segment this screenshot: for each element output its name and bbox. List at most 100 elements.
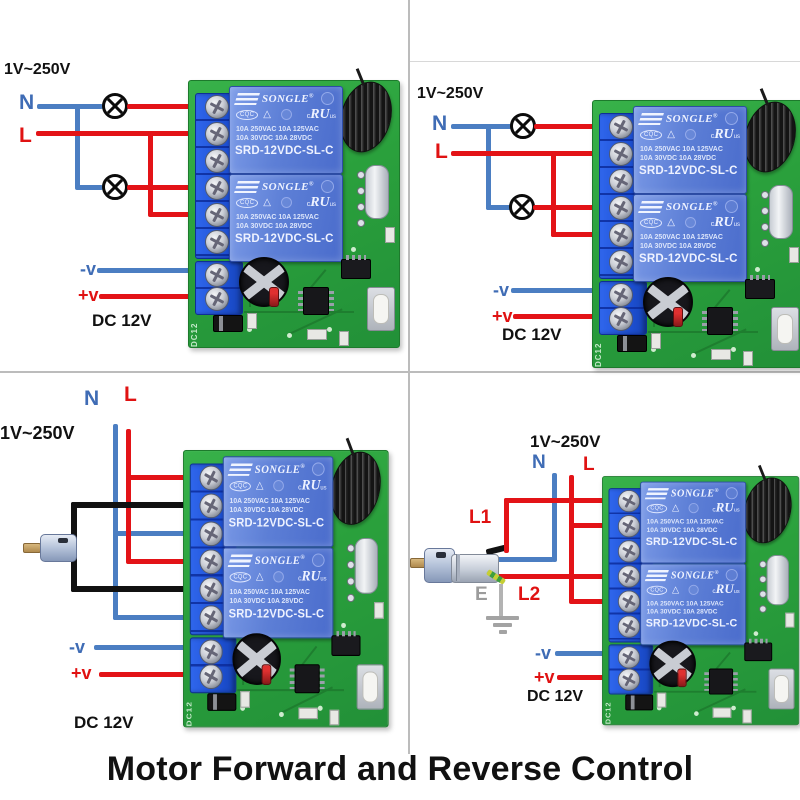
ul-us: us (320, 576, 327, 583)
screw-terminal-5 (199, 577, 223, 603)
warning-triangle-icon: △ (255, 479, 264, 491)
wire-neutral-branch (486, 124, 491, 210)
wire-lamp2-to-relay (533, 205, 602, 210)
ic-chip (704, 668, 738, 695)
relay-rating-2: 10A 30VDC 10A 28VDC (640, 155, 717, 163)
relay-vent-hole (688, 503, 699, 514)
pcb-silkscreen-dc12: DC12 (603, 701, 613, 725)
smd-component (307, 329, 327, 340)
pcb-trace (244, 311, 354, 313)
registered-mark: ® (300, 554, 306, 561)
supply-label: DC 12V (74, 713, 134, 732)
via-pad (761, 191, 769, 199)
relay-vent-hole (684, 217, 696, 229)
cqc-mark: CQC (646, 585, 668, 595)
screw-terminal-pos (205, 287, 229, 311)
relay-rating-2: 10A 30VDC 10A 28VDC (229, 507, 304, 515)
screw-terminal-2 (199, 493, 223, 519)
relay-rating-1: 10A 250VAC 10A 125VAC (640, 146, 723, 154)
relay-vent-hole (312, 462, 325, 476)
screw-terminal-6 (205, 230, 229, 254)
wire-live-branch (126, 475, 193, 480)
relay-logo-row: SONGLE® (224, 548, 333, 567)
wire-neg (555, 651, 611, 656)
live-label: L (583, 454, 595, 475)
solder-pad (755, 267, 760, 272)
wire-live (36, 131, 198, 136)
ul-ru: RU (301, 569, 321, 585)
led (673, 307, 683, 327)
relay-logo-row: SONGLE® (641, 483, 745, 500)
screw-terminal-pos (199, 664, 223, 690)
relay-brand: SONGLE® (671, 488, 719, 499)
smd-component (742, 709, 752, 724)
registered-mark: ® (300, 463, 306, 470)
smd-component (712, 707, 732, 718)
wire-live (126, 429, 131, 563)
relay-logo-row: SONGLE® (634, 195, 746, 213)
led (677, 668, 687, 688)
ul-ru: RU (715, 582, 734, 597)
pos-label: +v (534, 667, 555, 687)
smd-component (298, 707, 318, 720)
relay-vent-hole (272, 480, 284, 492)
ic-chip (289, 664, 325, 694)
screw-terminal-neg (617, 646, 641, 669)
ul-us: us (733, 589, 740, 596)
wire-neutral-branch (75, 185, 103, 190)
screw-terminal-1 (609, 115, 633, 139)
smd-component (385, 227, 395, 243)
wire-neg (94, 645, 193, 650)
ul-c: c (298, 484, 302, 492)
transistor (745, 275, 775, 299)
screw-terminal-4 (617, 565, 641, 588)
cqc-mark: CQC (640, 129, 663, 140)
ul-c: c (306, 201, 311, 208)
relay-brand: SONGLE® (666, 113, 718, 125)
warning-triangle-icon: △ (263, 196, 271, 208)
diode (213, 315, 243, 332)
relay-brand: SONGLE® (255, 554, 305, 566)
screw-terminal-3 (205, 149, 229, 173)
relay-model: SRD-12VDC-SL-C (639, 165, 738, 178)
screw-terminal-1 (205, 95, 229, 119)
ul-ru: RU (714, 215, 734, 230)
neutral-label: N (84, 387, 100, 410)
warning-triangle-icon: △ (667, 128, 675, 140)
solder-pad (247, 327, 252, 332)
screw-terminal-2 (609, 142, 633, 166)
relay-model: SRD-12VDC-SL-C (645, 536, 738, 548)
wire-live-to-relay (569, 599, 611, 604)
motor-slot (436, 552, 446, 558)
wire-neutral-branch (75, 104, 80, 189)
earth-label: E (475, 584, 488, 605)
relay-rating-1: 10A 250VAC 10A 125VAC (229, 588, 310, 597)
warning-triangle-icon: △ (667, 216, 675, 228)
ul-c: c (710, 133, 715, 140)
via-pad (357, 219, 365, 227)
screw-terminal-4 (609, 196, 633, 220)
solder-pad (753, 631, 759, 636)
vertical-divider (408, 0, 410, 754)
crystal-oscillator (769, 185, 793, 239)
supply-label: DC 12V (92, 311, 152, 330)
relay-brand: SONGLE® (262, 181, 314, 193)
cqc-mark: CQC (236, 197, 259, 208)
songle-logo-icon (644, 487, 669, 499)
via-pad (761, 239, 769, 247)
screw-terminal-5 (205, 203, 229, 227)
crystal-oscillator (766, 555, 789, 606)
wire-neutral (37, 104, 103, 109)
